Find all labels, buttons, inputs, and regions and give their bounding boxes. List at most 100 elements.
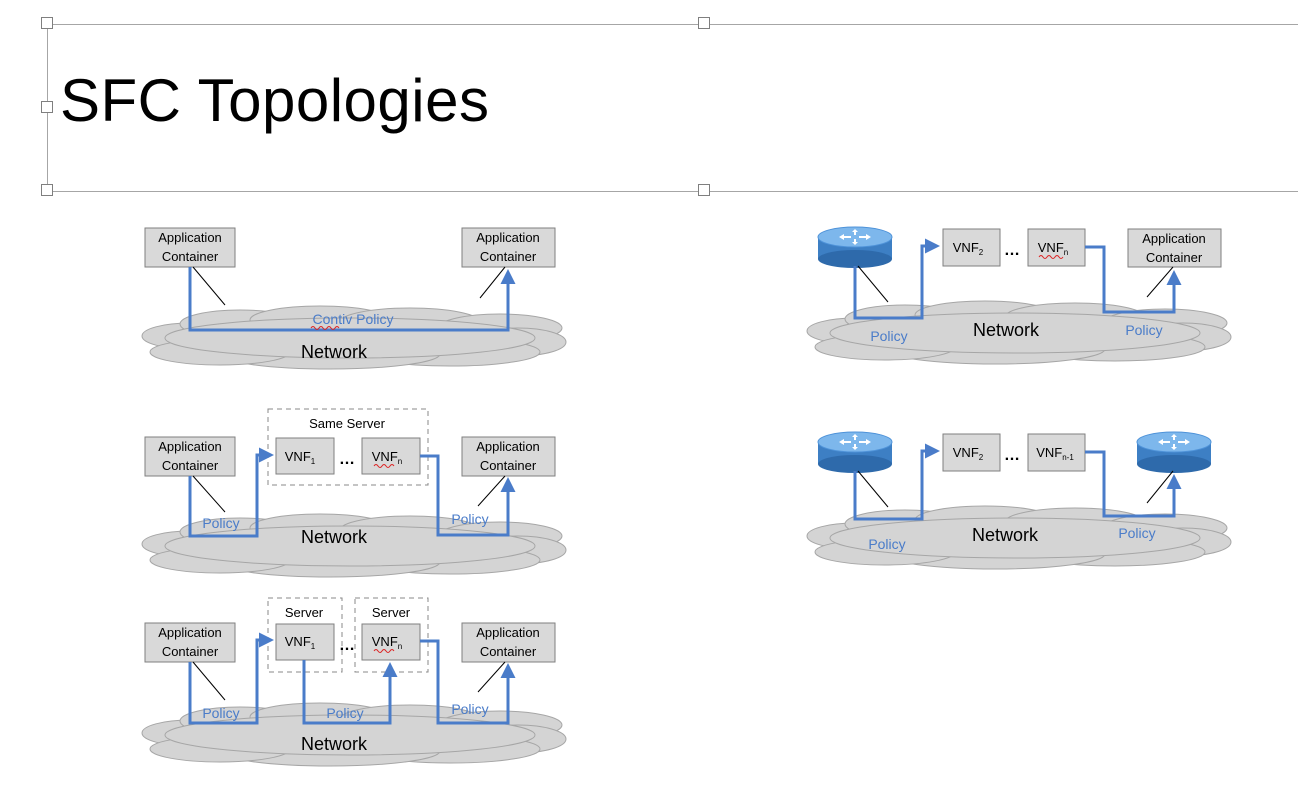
server-label: Server — [372, 605, 411, 620]
policy-path — [420, 639, 516, 725]
diagram-router-to-router: VNF2 … VNFn-1 Policy Policy Network — [806, 431, 1232, 570]
vnf-1-box[interactable]: VNF1 — [275, 623, 335, 661]
app-container-box[interactable]: Application Container — [461, 622, 556, 663]
vnf-2-box[interactable]: VNF2 — [942, 228, 1001, 267]
vnf-n-box[interactable]: VNFn — [1027, 228, 1086, 267]
ellipsis: … — [339, 637, 355, 654]
vnf-subscript: 1 — [311, 457, 316, 466]
vnf-label: VNF — [372, 634, 398, 649]
vnf-n-minus-1-box[interactable]: VNFn-1 — [1027, 433, 1086, 472]
svg-text:VNFn: VNFn — [372, 449, 402, 466]
policy-path — [853, 238, 940, 320]
network-label: Network — [301, 527, 368, 547]
slide-title[interactable]: SFC Topologies — [60, 67, 490, 134]
vnf-n-box[interactable]: VNFn — [361, 623, 421, 661]
app-container-label: Container — [162, 458, 219, 473]
link-line — [857, 470, 889, 508]
link-line — [192, 266, 226, 306]
network-label: Network — [973, 320, 1040, 340]
ellipsis: … — [1004, 242, 1020, 259]
ellipsis: … — [1004, 447, 1020, 464]
vnf-label: VNF — [953, 445, 979, 460]
policy-label: Policy — [326, 705, 363, 721]
app-container-label: Application — [158, 230, 222, 245]
policy-label: Policy — [870, 328, 907, 344]
vnf-subscript: n — [398, 642, 402, 651]
diagram-contiv-policy: Application Container Application Contai… — [141, 227, 567, 370]
spellcheck-underline — [373, 649, 395, 653]
svg-text:VNF2: VNF2 — [953, 445, 984, 462]
policy-label: Policy — [1118, 525, 1155, 541]
vnf-subscript: n — [398, 457, 402, 466]
policy-label: Policy — [868, 536, 905, 552]
app-container-label: Application — [158, 439, 222, 454]
app-container-box[interactable]: Application Container — [144, 227, 236, 268]
same-server-label: Same Server — [309, 416, 386, 431]
app-container-label: Container — [480, 249, 537, 264]
app-container-box[interactable]: Application Container — [1127, 228, 1222, 268]
vnf-subscript: 1 — [311, 642, 316, 651]
link-line — [1146, 470, 1174, 504]
vnf-label: VNF — [953, 240, 979, 255]
vnf-subscript: 2 — [979, 453, 984, 462]
server-label: Server — [285, 605, 324, 620]
link-line — [1146, 266, 1174, 298]
svg-text:VNFn-1: VNFn-1 — [1036, 445, 1074, 462]
svg-text:VNF2: VNF2 — [953, 240, 984, 257]
link-line — [477, 475, 506, 507]
app-container-label: Application — [158, 625, 222, 640]
policy-path — [1085, 450, 1182, 518]
vnf-1-box[interactable]: VNF1 — [275, 437, 335, 475]
network-label: Network — [301, 734, 368, 754]
router-icon[interactable] — [817, 226, 893, 269]
svg-text:VNFn: VNFn — [372, 634, 402, 651]
policy-label: Policy — [202, 705, 239, 721]
ellipsis: … — [339, 451, 355, 468]
svg-text:VNF1: VNF1 — [285, 449, 316, 466]
svg-text:VNFn: VNFn — [1038, 240, 1068, 257]
vnf-label: VNF — [285, 449, 311, 464]
network-label: Network — [972, 525, 1039, 545]
policy-label: Policy — [451, 511, 488, 527]
vnf-label: VNF — [1038, 240, 1064, 255]
app-container-label: Container — [480, 644, 537, 659]
app-container-box[interactable]: Application Container — [144, 436, 236, 477]
router-icon[interactable] — [817, 431, 893, 474]
app-container-label: Container — [480, 458, 537, 473]
app-container-label: Application — [476, 625, 540, 640]
resize-handle-top-middle[interactable] — [698, 17, 710, 29]
vnf-subscript: 2 — [979, 248, 984, 257]
policy-path — [420, 454, 516, 537]
vnf-subscript: n-1 — [1062, 453, 1074, 462]
app-container-box[interactable]: Application Container — [144, 622, 236, 663]
policy-path — [853, 443, 940, 521]
app-container-box[interactable]: Application Container — [461, 436, 556, 477]
policy-label: Policy — [202, 515, 239, 531]
app-container-label: Container — [162, 249, 219, 264]
app-container-box[interactable]: Application Container — [461, 227, 556, 268]
link-line — [192, 475, 226, 513]
app-container-label: Application — [476, 230, 540, 245]
resize-handle-middle-left[interactable] — [41, 101, 53, 113]
resize-handle-top-left[interactable] — [41, 17, 53, 29]
vnf-label: VNF — [285, 634, 311, 649]
vnf-label: VNF — [1036, 445, 1062, 460]
contiv-policy-label: Contiv Policy — [313, 311, 394, 327]
policy-label: Policy — [451, 701, 488, 717]
server-boundary — [267, 408, 429, 486]
diagram-same-server: Same Server Application Container Applic… — [141, 408, 567, 578]
spellcheck-underline — [373, 464, 395, 468]
vnf-n-box[interactable]: VNFn — [361, 437, 421, 475]
policy-path — [188, 267, 516, 332]
resize-handle-bottom-left[interactable] — [41, 184, 53, 196]
diagram-separate-servers: Server Server Application Container Appl… — [141, 597, 567, 767]
diagram-router-to-container: VNF2 … VNFn Application Container Policy… — [806, 226, 1232, 365]
vnf-label: VNF — [372, 449, 398, 464]
svg-text:VNF1: VNF1 — [285, 634, 316, 651]
app-container-label: Container — [162, 644, 219, 659]
vnf-2-box[interactable]: VNF2 — [942, 433, 1001, 472]
network-label: Network — [301, 342, 368, 362]
router-icon[interactable] — [1136, 431, 1212, 474]
resize-handle-bottom-middle[interactable] — [698, 184, 710, 196]
